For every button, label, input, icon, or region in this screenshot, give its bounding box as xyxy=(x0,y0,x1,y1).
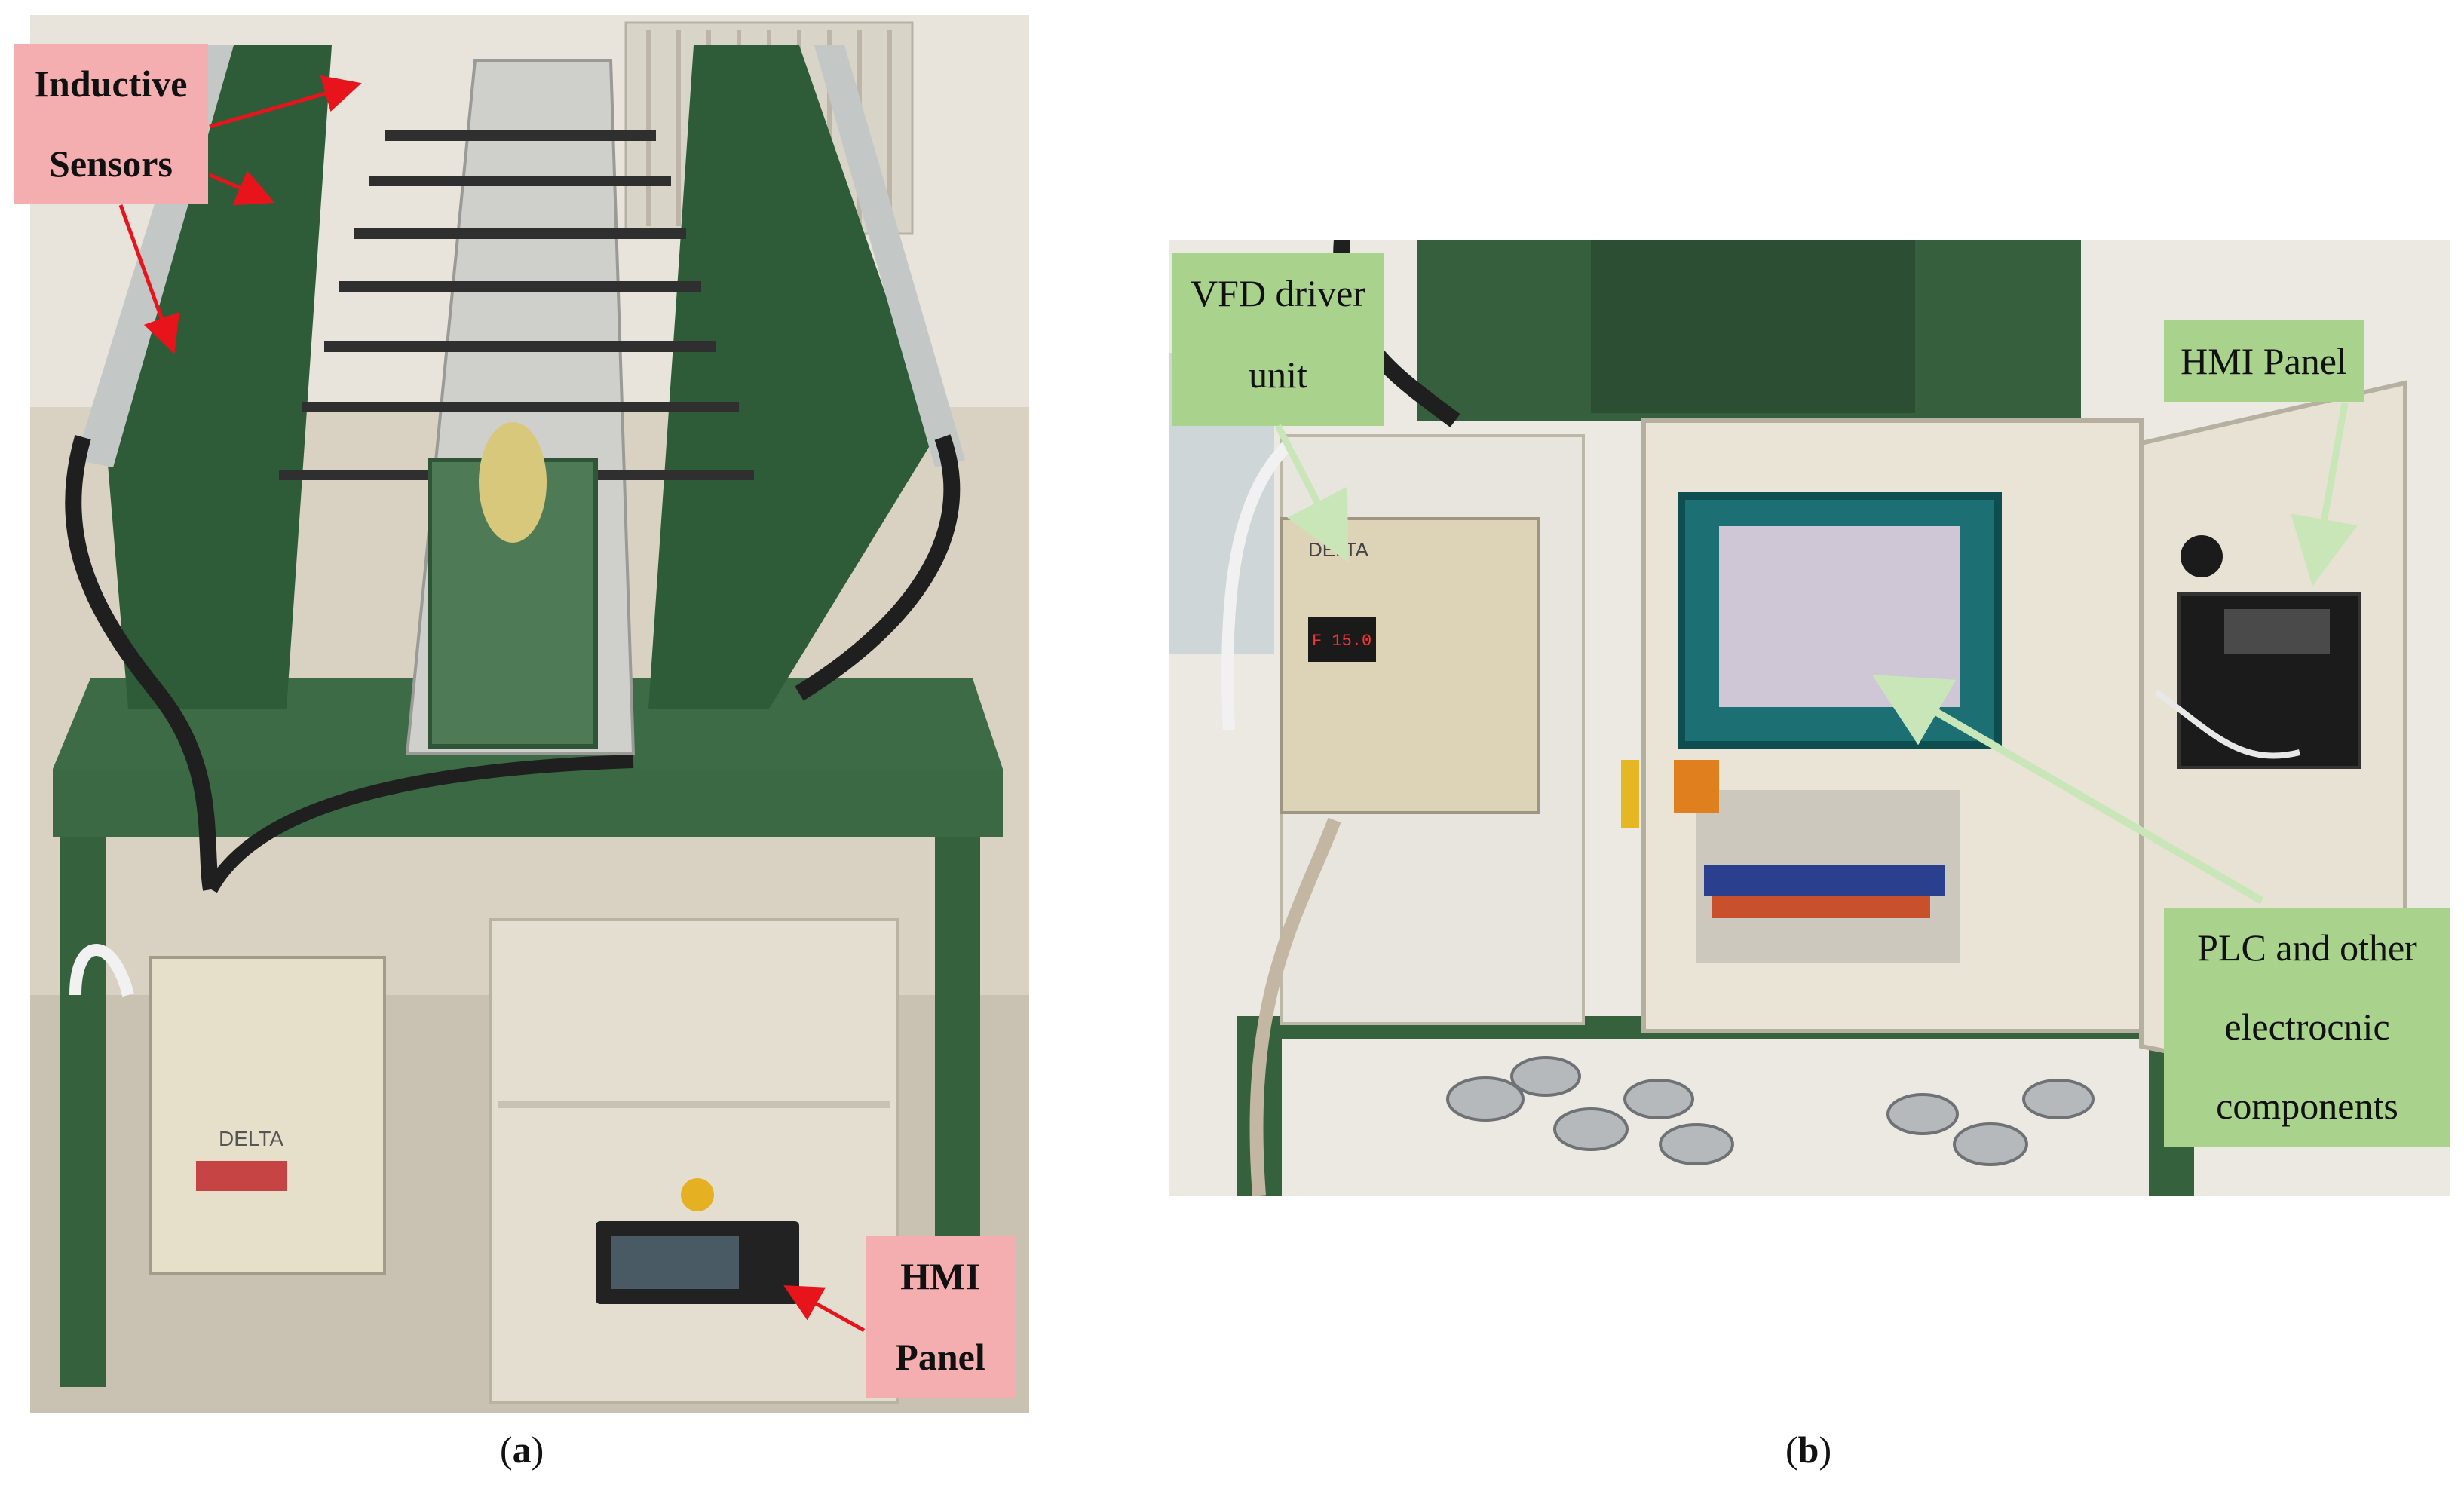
caption-b: (b) xyxy=(1785,1431,1831,1468)
label-hmi-line2: Panel xyxy=(895,1336,985,1378)
machine-photo-a: DELTA xyxy=(30,15,1029,1413)
label-inductive-sensors: Inductive Sensors xyxy=(14,44,208,204)
vfd-display-b: F 15.0 xyxy=(1312,632,1371,651)
caption-a: (a) xyxy=(500,1431,544,1468)
label-plc-components: PLC and other electrocnic components xyxy=(2164,908,2450,1147)
label-hmi-line1: HMI xyxy=(900,1255,980,1297)
caption-b-letter: b xyxy=(1797,1428,1819,1471)
label-hmi-panel-a: HMI Panel xyxy=(866,1236,1015,1398)
label-plc-line1: PLC and other xyxy=(2197,926,2417,969)
label-vfd-line1: VFD driver xyxy=(1191,272,1365,314)
vfd-brand-b: DELTA xyxy=(1308,538,1369,561)
vfd-brand-a: DELTA xyxy=(219,1127,283,1150)
caption-a-letter: a xyxy=(512,1428,532,1471)
label-inductive-line1: Inductive xyxy=(34,63,188,105)
caption-a-close: ) xyxy=(531,1428,544,1471)
photo-panel-a: DELTA xyxy=(30,15,1029,1413)
label-inductive-line2: Sensors xyxy=(49,142,173,185)
caption-b-open: ( xyxy=(1785,1428,1798,1471)
label-vfd-driver: VFD driver unit xyxy=(1172,253,1384,426)
label-hmi-b: HMI Panel xyxy=(2181,340,2347,382)
caption-b-close: ) xyxy=(1819,1428,1832,1471)
label-plc-line2: electrocnic xyxy=(2224,1006,2390,1048)
caption-a-open: ( xyxy=(500,1428,513,1471)
label-hmi-panel-b: HMI Panel xyxy=(2164,320,2364,402)
label-plc-line3: components xyxy=(2216,1085,2398,1127)
label-vfd-line2: unit xyxy=(1249,354,1307,396)
